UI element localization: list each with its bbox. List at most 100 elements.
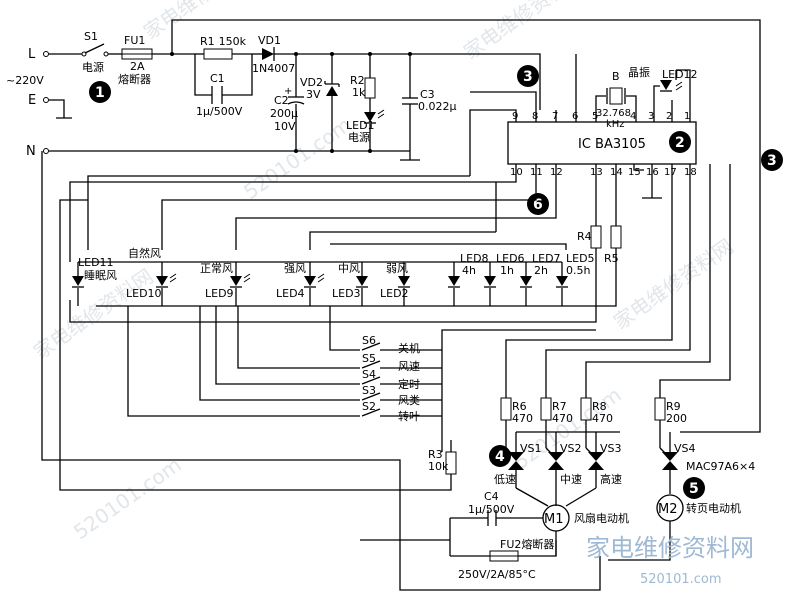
s3-ref: S3 — [362, 384, 376, 397]
r4-ref: R4 — [577, 230, 592, 243]
resistor-r5 — [610, 225, 622, 249]
terminal-n — [43, 148, 49, 154]
led5: LED5 0.5h — [556, 252, 595, 306]
led11: LED11 睡眠风 — [72, 256, 117, 306]
terminal-n-label: N — [26, 144, 36, 159]
led4-name: 强风 — [284, 262, 306, 275]
terminal-e — [43, 97, 49, 103]
marker-3a-badge — [517, 65, 539, 87]
watermark-url: 520101.com — [640, 572, 722, 587]
led10-ref: LED10 — [126, 287, 162, 300]
resistor-r7 — [540, 397, 552, 421]
ground-n — [400, 151, 420, 161]
s5-ref: S5 — [362, 352, 376, 365]
watermark-faint-url: 520101.com — [509, 382, 626, 474]
vs3-ref: VS3 — [600, 442, 622, 455]
led5-name: 0.5h — [566, 264, 590, 277]
r5-ref: R5 — [604, 252, 619, 265]
marker-3b-badge — [761, 149, 783, 171]
c2-plus: + — [284, 86, 292, 97]
triac-vs1: VS1 低速 — [494, 432, 542, 488]
switch-s5: S5 风速 — [361, 352, 442, 373]
s2-ref: S2 — [362, 400, 376, 413]
led10: 自然风 LED10 — [126, 246, 177, 306]
key-switches: S6 关机 S5 风速 S4 定时 S3 风类 S2 转叶 R3 10k — [59, 199, 596, 491]
led9: 正常风 LED9 — [200, 262, 251, 306]
led4-ref: LED4 — [276, 287, 305, 300]
r6-value: 470 — [512, 412, 533, 425]
led1 — [364, 112, 376, 122]
watermark-logo-text: 家电维修资料网 — [586, 534, 754, 562]
led8-name: 4h — [462, 264, 476, 277]
marker-1-badge — [89, 81, 111, 103]
r6-ref: R6 — [512, 400, 527, 413]
vd2-value: 3V — [306, 88, 321, 101]
resistor-r1 — [203, 48, 233, 60]
led1-ref: LED1 — [346, 119, 375, 132]
crystal-b: B 晶振 32.768 — [595, 65, 650, 119]
mains-input: L E N ~220V S1 电源 FU1 2A 熔断器 1 — [6, 30, 420, 161]
motors: M1 风扇电动机 M2 转页电动机 C4 1μ/500V FU2熔断器 250V… — [41, 151, 741, 591]
c1-ref: C1 — [210, 72, 225, 85]
terminal-l-label: L — [28, 47, 36, 62]
m1-ref: M1 — [544, 512, 564, 527]
triac-vs3: VS3 高速 — [585, 432, 622, 488]
triac-vs4: VS4 MAC97A6×4 — [659, 432, 755, 488]
m2-ref: M2 — [658, 502, 678, 517]
r3-value: 10k — [428, 460, 449, 473]
led10-name: 自然风 — [128, 246, 161, 260]
pin-15: 15 — [628, 167, 641, 178]
marker-4-badge — [489, 445, 511, 467]
m2-name: 转页电动机 — [686, 501, 741, 515]
switch-s1 — [84, 43, 105, 54]
wire-l-to-motor — [171, 19, 761, 433]
ic-ground — [642, 164, 662, 199]
crystal-ref: B — [612, 70, 620, 83]
terminal-e-label: E — [28, 93, 36, 108]
s1-name: 电源 — [82, 60, 104, 74]
c2-value: 200μ — [270, 107, 298, 120]
s4-name: 定时 — [398, 377, 420, 391]
watermark-faint-url: 520101.com — [239, 112, 356, 204]
led3: 中风 LED3 — [332, 262, 368, 306]
led-bus-wiring: R4 R5 — [69, 164, 644, 323]
c2-voltage: 10V — [274, 120, 296, 133]
pin-4: 4 — [630, 111, 636, 122]
marker-4: 4 — [495, 449, 505, 465]
s4-ref: S4 — [362, 368, 376, 381]
r7-ref: R7 — [552, 400, 567, 413]
led8: LED8 4h — [448, 252, 489, 306]
r9-value: 200 — [666, 412, 687, 425]
pin-2: 2 — [666, 111, 672, 122]
marker-5-badge — [683, 477, 705, 499]
r8-value: 470 — [592, 412, 613, 425]
vs4-name: MAC97A6×4 — [686, 460, 755, 473]
fu1-ref: FU1 — [124, 34, 145, 47]
led7: LED7 2h — [520, 252, 561, 306]
vcc-rail — [274, 53, 541, 110]
vd2-ref: VD2 — [300, 76, 323, 89]
zener-vd2 — [326, 86, 338, 96]
c4-value: 1μ/500V — [468, 503, 515, 516]
led9-ref: LED9 — [205, 287, 234, 300]
vs4-ref: VS4 — [674, 442, 696, 455]
earth-wire — [49, 99, 72, 119]
ic-top-pins: 9 8 7 6 5 4 3 2 1 — [512, 111, 690, 122]
led6-name: 1h — [500, 264, 514, 277]
ic-ba3105: IC BA3105 9 8 7 6 5 4 3 2 1 10 11 12 13 … — [469, 54, 783, 215]
led2-name: 弱风 — [386, 262, 408, 275]
ic-body — [507, 121, 697, 165]
led2: 弱风 LED2 — [380, 262, 410, 306]
marker-2: 2 — [675, 135, 685, 151]
resistor-r4 — [590, 225, 602, 249]
triac-drivers: R6 470 R7 470 R8 470 R9 200 VS1 低速 VS2 中… — [489, 164, 755, 499]
led12-ref: LED12 — [662, 68, 698, 81]
s2-name: 转叶 — [398, 409, 420, 423]
c1-value: 1μ/500V — [196, 105, 243, 118]
switch-s2: S2 转叶 — [361, 400, 442, 423]
watermark-logo: 家电维修资料网 520101.com — [586, 534, 754, 587]
fu1-name: 熔断器 — [118, 72, 151, 86]
pin-8: 8 — [532, 111, 538, 122]
